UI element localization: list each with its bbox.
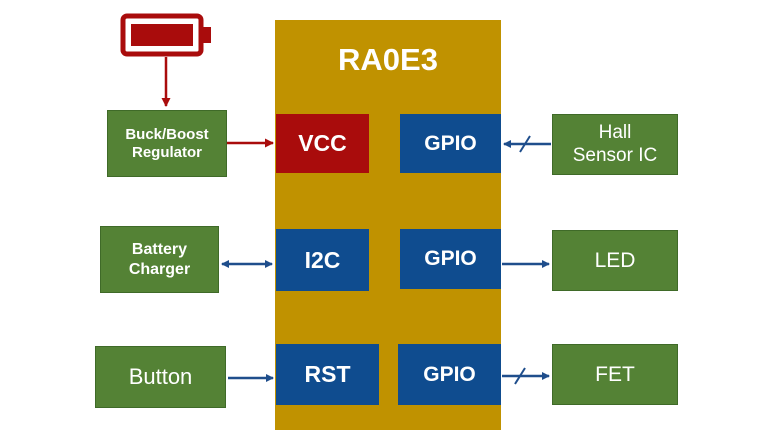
rst-pin: RST [276,344,379,405]
button-label: Button [128,364,193,389]
led-label: LED [594,248,636,272]
buck-boost-regulator: Buck/Boost Regulator [107,110,227,177]
mcu-title: RA0E3 [338,42,438,77]
regulator-label: Buck/Boost Regulator [125,125,209,161]
gpio-pin-3: GPIO [398,344,501,405]
battery-charger: Battery Charger [100,226,219,293]
led-block: LED [552,230,678,291]
gpio-pin-3-label: GPIO [423,362,476,386]
i2c-pin: I2C [276,229,369,291]
fet-label: FET [595,362,635,386]
vcc-pin-label: VCC [298,130,347,156]
hall-label: Hall Sensor IC [572,121,658,166]
gpio-pin-2-label: GPIO [424,247,477,270]
hall-sensor-ic: Hall Sensor IC [552,114,678,175]
button-block: Button [95,346,226,408]
fet-bus-slash [514,367,526,385]
gpio-pin-1: GPIO [400,114,501,173]
i2c-pin-label: I2C [304,246,341,273]
charger-label: Battery Charger [128,241,191,278]
fet-block: FET [552,344,678,405]
battery-icon [120,13,211,57]
gpio-pin-1-label: GPIO [424,131,477,155]
hall-bus-slash [519,135,531,153]
rst-pin-label: RST [304,361,351,387]
vcc-pin: VCC [276,114,369,173]
gpio-pin-2: GPIO [400,229,501,289]
